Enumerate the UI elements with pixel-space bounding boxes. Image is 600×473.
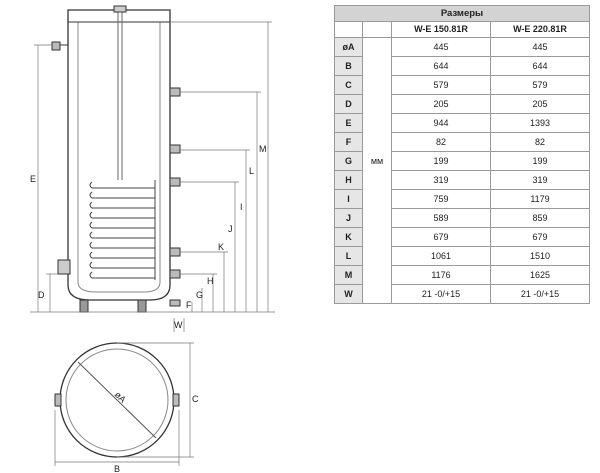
label-b: B — [114, 464, 120, 473]
unit-cell — [362, 265, 392, 285]
tank-inner-wall — [77, 21, 161, 293]
tank-drawing: E D M L I J K H G F W C B øA — [30, 5, 275, 473]
unit-cell — [362, 208, 392, 228]
row-label: C — [334, 75, 363, 95]
right-connections — [169, 87, 181, 307]
value-cell: 579 — [391, 75, 491, 95]
label-j: J — [228, 224, 233, 234]
value-cell: 1510 — [490, 246, 590, 266]
value-cell: 1625 — [490, 265, 590, 285]
tank-body — [67, 9, 171, 301]
unit-cell — [362, 56, 392, 76]
row-label: F — [334, 132, 363, 152]
label-k: K — [218, 242, 224, 252]
value-cell: 679 — [490, 227, 590, 247]
row-label: B — [334, 56, 363, 76]
label-f: F — [186, 300, 192, 310]
unit-cell — [362, 75, 392, 95]
value-cell: 1393 — [490, 113, 590, 133]
value-cell: 589 — [391, 208, 491, 228]
label-h: H — [207, 276, 214, 286]
unit-cell — [362, 284, 392, 304]
dimension-lines — [30, 21, 275, 332]
value-cell: 679 — [391, 227, 491, 247]
value-cell: 21 -0/+15 — [490, 284, 590, 304]
row-label: L — [334, 246, 363, 266]
value-cell: 1179 — [490, 189, 590, 209]
value-cell: 82 — [490, 132, 590, 152]
top-view — [54, 342, 194, 466]
unit-cell — [362, 227, 392, 247]
label-w: W — [174, 320, 183, 330]
row-label: M — [334, 265, 363, 285]
value-cell: 1061 — [391, 246, 491, 266]
label-g: G — [196, 290, 203, 300]
row-label: øA — [334, 37, 363, 57]
value-cell: 445 — [490, 37, 590, 57]
value-cell: 205 — [490, 94, 590, 114]
unit-cell — [362, 113, 392, 133]
label-m: M — [259, 144, 267, 154]
row-label: G — [334, 151, 363, 171]
value-cell: 82 — [391, 132, 491, 152]
unit-cell — [362, 37, 392, 57]
row-label: W — [334, 284, 363, 304]
row-label: K — [334, 227, 363, 247]
left-fittings — [51, 41, 71, 275]
value-cell: 644 — [391, 56, 491, 76]
unit-cell — [362, 94, 392, 114]
model-header: W-E 220.81R — [490, 21, 590, 38]
value-cell: 205 — [391, 94, 491, 114]
model-header: W-E 150.81R — [391, 21, 491, 38]
label-diameter: øA — [113, 390, 128, 405]
unit-cell: мм — [362, 151, 392, 171]
value-cell: 445 — [391, 37, 491, 57]
value-cell: 944 — [391, 113, 491, 133]
label-l: L — [249, 166, 254, 176]
unit-cell — [362, 132, 392, 152]
row-label: J — [334, 208, 363, 228]
value-cell: 319 — [490, 170, 590, 190]
value-cell: 21 -0/+15 — [391, 284, 491, 304]
label-c: C — [192, 394, 199, 404]
unit-cell — [362, 170, 392, 190]
value-cell: 644 — [490, 56, 590, 76]
value-cell: 1176 — [391, 265, 491, 285]
row-label: I — [334, 189, 363, 209]
heating-coil — [89, 180, 156, 280]
value-cell: 759 — [391, 189, 491, 209]
unit-cell — [362, 246, 392, 266]
row-label: H — [334, 170, 363, 190]
value-cell: 319 — [391, 170, 491, 190]
label-d: D — [38, 290, 45, 300]
label-i: I — [240, 202, 243, 212]
table-title: Размеры — [334, 5, 590, 22]
row-label: E — [334, 113, 363, 133]
value-cell: 199 — [391, 151, 491, 171]
label-e: E — [30, 174, 36, 184]
value-cell: 859 — [490, 208, 590, 228]
value-cell: 199 — [490, 151, 590, 171]
value-cell: 579 — [490, 75, 590, 95]
row-label: D — [334, 94, 363, 114]
unit-cell — [362, 189, 392, 209]
